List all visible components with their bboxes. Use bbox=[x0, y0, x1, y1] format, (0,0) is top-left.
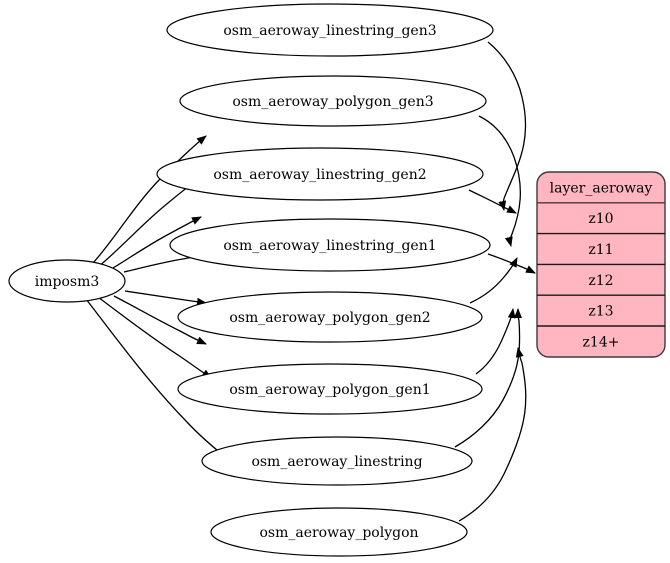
node-osm-aeroway-polygon-gen1[interactable]: osm_aeroway_polygon_gen1 bbox=[177, 363, 483, 415]
layer-aeroway-table[interactable]: layer_aeroway z10 z11 z12 z13 z14+ bbox=[536, 171, 666, 358]
layer-row-label-z11: z11 bbox=[588, 242, 613, 258]
node-osm-aeroway-linestring-gen3[interactable]: osm_aeroway_linestring_gen3 bbox=[166, 3, 494, 57]
node-osm-aeroway-polygon-gen3[interactable]: osm_aeroway_polygon_gen3 bbox=[179, 75, 487, 127]
ellipse-shape[interactable] bbox=[166, 3, 494, 57]
edge-imposm3-to-polygon-gen2 bbox=[124, 290, 207, 306]
edge-imposm3-to-polygon bbox=[85, 298, 229, 460]
ellipse-shape[interactable] bbox=[177, 291, 483, 343]
edge-polygon-gen3-to-z11 bbox=[478, 115, 521, 247]
node-label: osm_aeroway_polygon_gen2 bbox=[229, 310, 430, 326]
node-label: osm_aeroway_linestring_gen3 bbox=[223, 23, 436, 39]
node-imposm3[interactable]: imposm3 bbox=[8, 259, 126, 303]
node-label: osm_aeroway_linestring_gen1 bbox=[223, 238, 436, 254]
imposm3-ellipse[interactable] bbox=[8, 259, 126, 303]
edge-polygon-to-z14plus bbox=[458, 347, 527, 522]
node-label: osm_aeroway_linestring_gen2 bbox=[213, 167, 426, 183]
ellipse-shape[interactable] bbox=[177, 363, 483, 415]
layer-row-label-z10: z10 bbox=[588, 211, 613, 227]
edge-imposm3-to-polygon-gen1 bbox=[113, 295, 207, 345]
edge-linestring-to-z13 bbox=[454, 308, 523, 448]
node-osm-aeroway-polygon-gen2[interactable]: osm_aeroway_polygon_gen2 bbox=[177, 291, 483, 343]
node-label: osm_aeroway_polygon bbox=[259, 525, 418, 541]
ellipse-shape[interactable] bbox=[169, 218, 491, 272]
layer-row-label-z14plus: z14+ bbox=[583, 334, 620, 350]
ellipse-shape[interactable] bbox=[210, 507, 468, 557]
edge-linestring-gen1-to-z12 bbox=[487, 253, 536, 274]
edge-linestring-gen3-to-z10 bbox=[487, 41, 527, 211]
layer-edges-group bbox=[454, 41, 536, 522]
imposm3-label: imposm3 bbox=[35, 274, 100, 290]
layer-table-dividers bbox=[537, 202, 665, 327]
edge-imposm3-to-linestring-gen3 bbox=[91, 135, 207, 265]
ellipse-shape[interactable] bbox=[156, 147, 484, 201]
node-label: osm_aeroway_polygon_gen1 bbox=[229, 382, 430, 398]
node-label: osm_aeroway_linestring bbox=[251, 454, 422, 470]
table-nodes-group: osm_aeroway_linestring_gen3 osm_aeroway_… bbox=[156, 3, 494, 557]
ellipse-shape[interactable] bbox=[179, 75, 487, 127]
node-label: osm_aeroway_polygon_gen3 bbox=[232, 94, 433, 110]
node-osm-aeroway-linestring-gen1[interactable]: osm_aeroway_linestring_gen1 bbox=[169, 218, 491, 272]
layer-row-label-z12: z12 bbox=[588, 273, 613, 289]
layer-row-label-z13: z13 bbox=[588, 304, 613, 320]
edge-polygon-gen2-to-z11 bbox=[469, 257, 518, 304]
edge-polygon-gen1-to-z13 bbox=[475, 308, 516, 375]
ellipse-shape[interactable] bbox=[201, 436, 473, 486]
source-edges-group bbox=[85, 135, 229, 460]
node-osm-aeroway-polygon[interactable]: osm_aeroway_polygon bbox=[210, 507, 468, 557]
edge-imposm3-to-linestring-gen2 bbox=[112, 216, 202, 269]
layer-table-header-label: layer_aeroway bbox=[550, 180, 653, 196]
edge-linestring-gen2-to-z10 bbox=[468, 189, 517, 214]
node-osm-aeroway-linestring-gen2[interactable]: osm_aeroway_linestring_gen2 bbox=[156, 147, 484, 201]
node-osm-aeroway-linestring[interactable]: osm_aeroway_linestring bbox=[201, 436, 473, 486]
edge-imposm3-to-linestring bbox=[97, 296, 212, 379]
